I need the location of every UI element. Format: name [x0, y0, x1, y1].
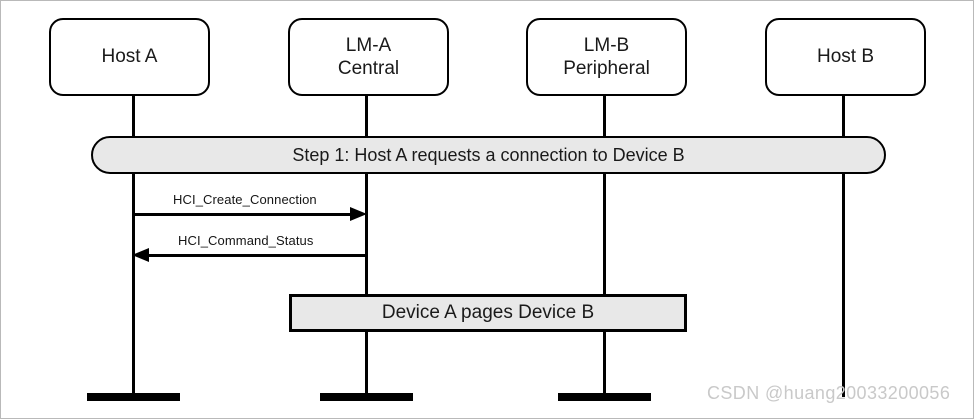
message-label-hci-create-connection: HCI_Create_Connection — [173, 192, 317, 207]
step-banner-label: Step 1: Host A requests a connection to … — [292, 144, 685, 165]
arrowhead-left-icon — [132, 248, 149, 262]
terminator-lm-b — [558, 393, 651, 401]
message-line — [148, 254, 367, 257]
arrowhead-right-icon — [350, 207, 367, 221]
actor-label-lm-a-line-2: Central — [337, 58, 400, 79]
message-label-hci-command-status: HCI_Command_Status — [178, 233, 314, 248]
lifeline-lm-b — [603, 95, 606, 397]
actor-label-lm-b-line-2: Peripheral — [563, 58, 650, 79]
action-box-device-a-pages-device-b[interactable]: Device A pages Device B — [289, 294, 687, 332]
actor-box-host-b[interactable]: Host B — [765, 18, 926, 96]
watermark-text: CSDN @huang20033200056 — [707, 383, 951, 403]
lifeline-lm-a — [365, 95, 368, 397]
actor-label-lm-b-line-1: LM-B — [583, 34, 630, 56]
step-banner[interactable]: Step 1: Host A requests a connection to … — [91, 136, 886, 174]
actor-box-lm-b[interactable]: LM-B Peripheral — [526, 18, 687, 96]
actor-box-lm-a[interactable]: LM-A Central — [288, 18, 449, 96]
actor-label-host-b-line-1: Host B — [816, 46, 875, 68]
action-box-label: Device A pages Device B — [381, 302, 595, 323]
lifeline-host-a — [132, 95, 135, 397]
actor-label-lm-a-line-1: LM-A — [345, 34, 392, 56]
terminator-host-a — [87, 393, 180, 401]
lifeline-host-b — [842, 95, 845, 397]
message-line — [132, 213, 351, 216]
actor-box-host-a[interactable]: Host A — [49, 18, 210, 96]
actor-label-host-a-line-1: Host A — [101, 46, 158, 68]
terminator-lm-a — [320, 393, 413, 401]
